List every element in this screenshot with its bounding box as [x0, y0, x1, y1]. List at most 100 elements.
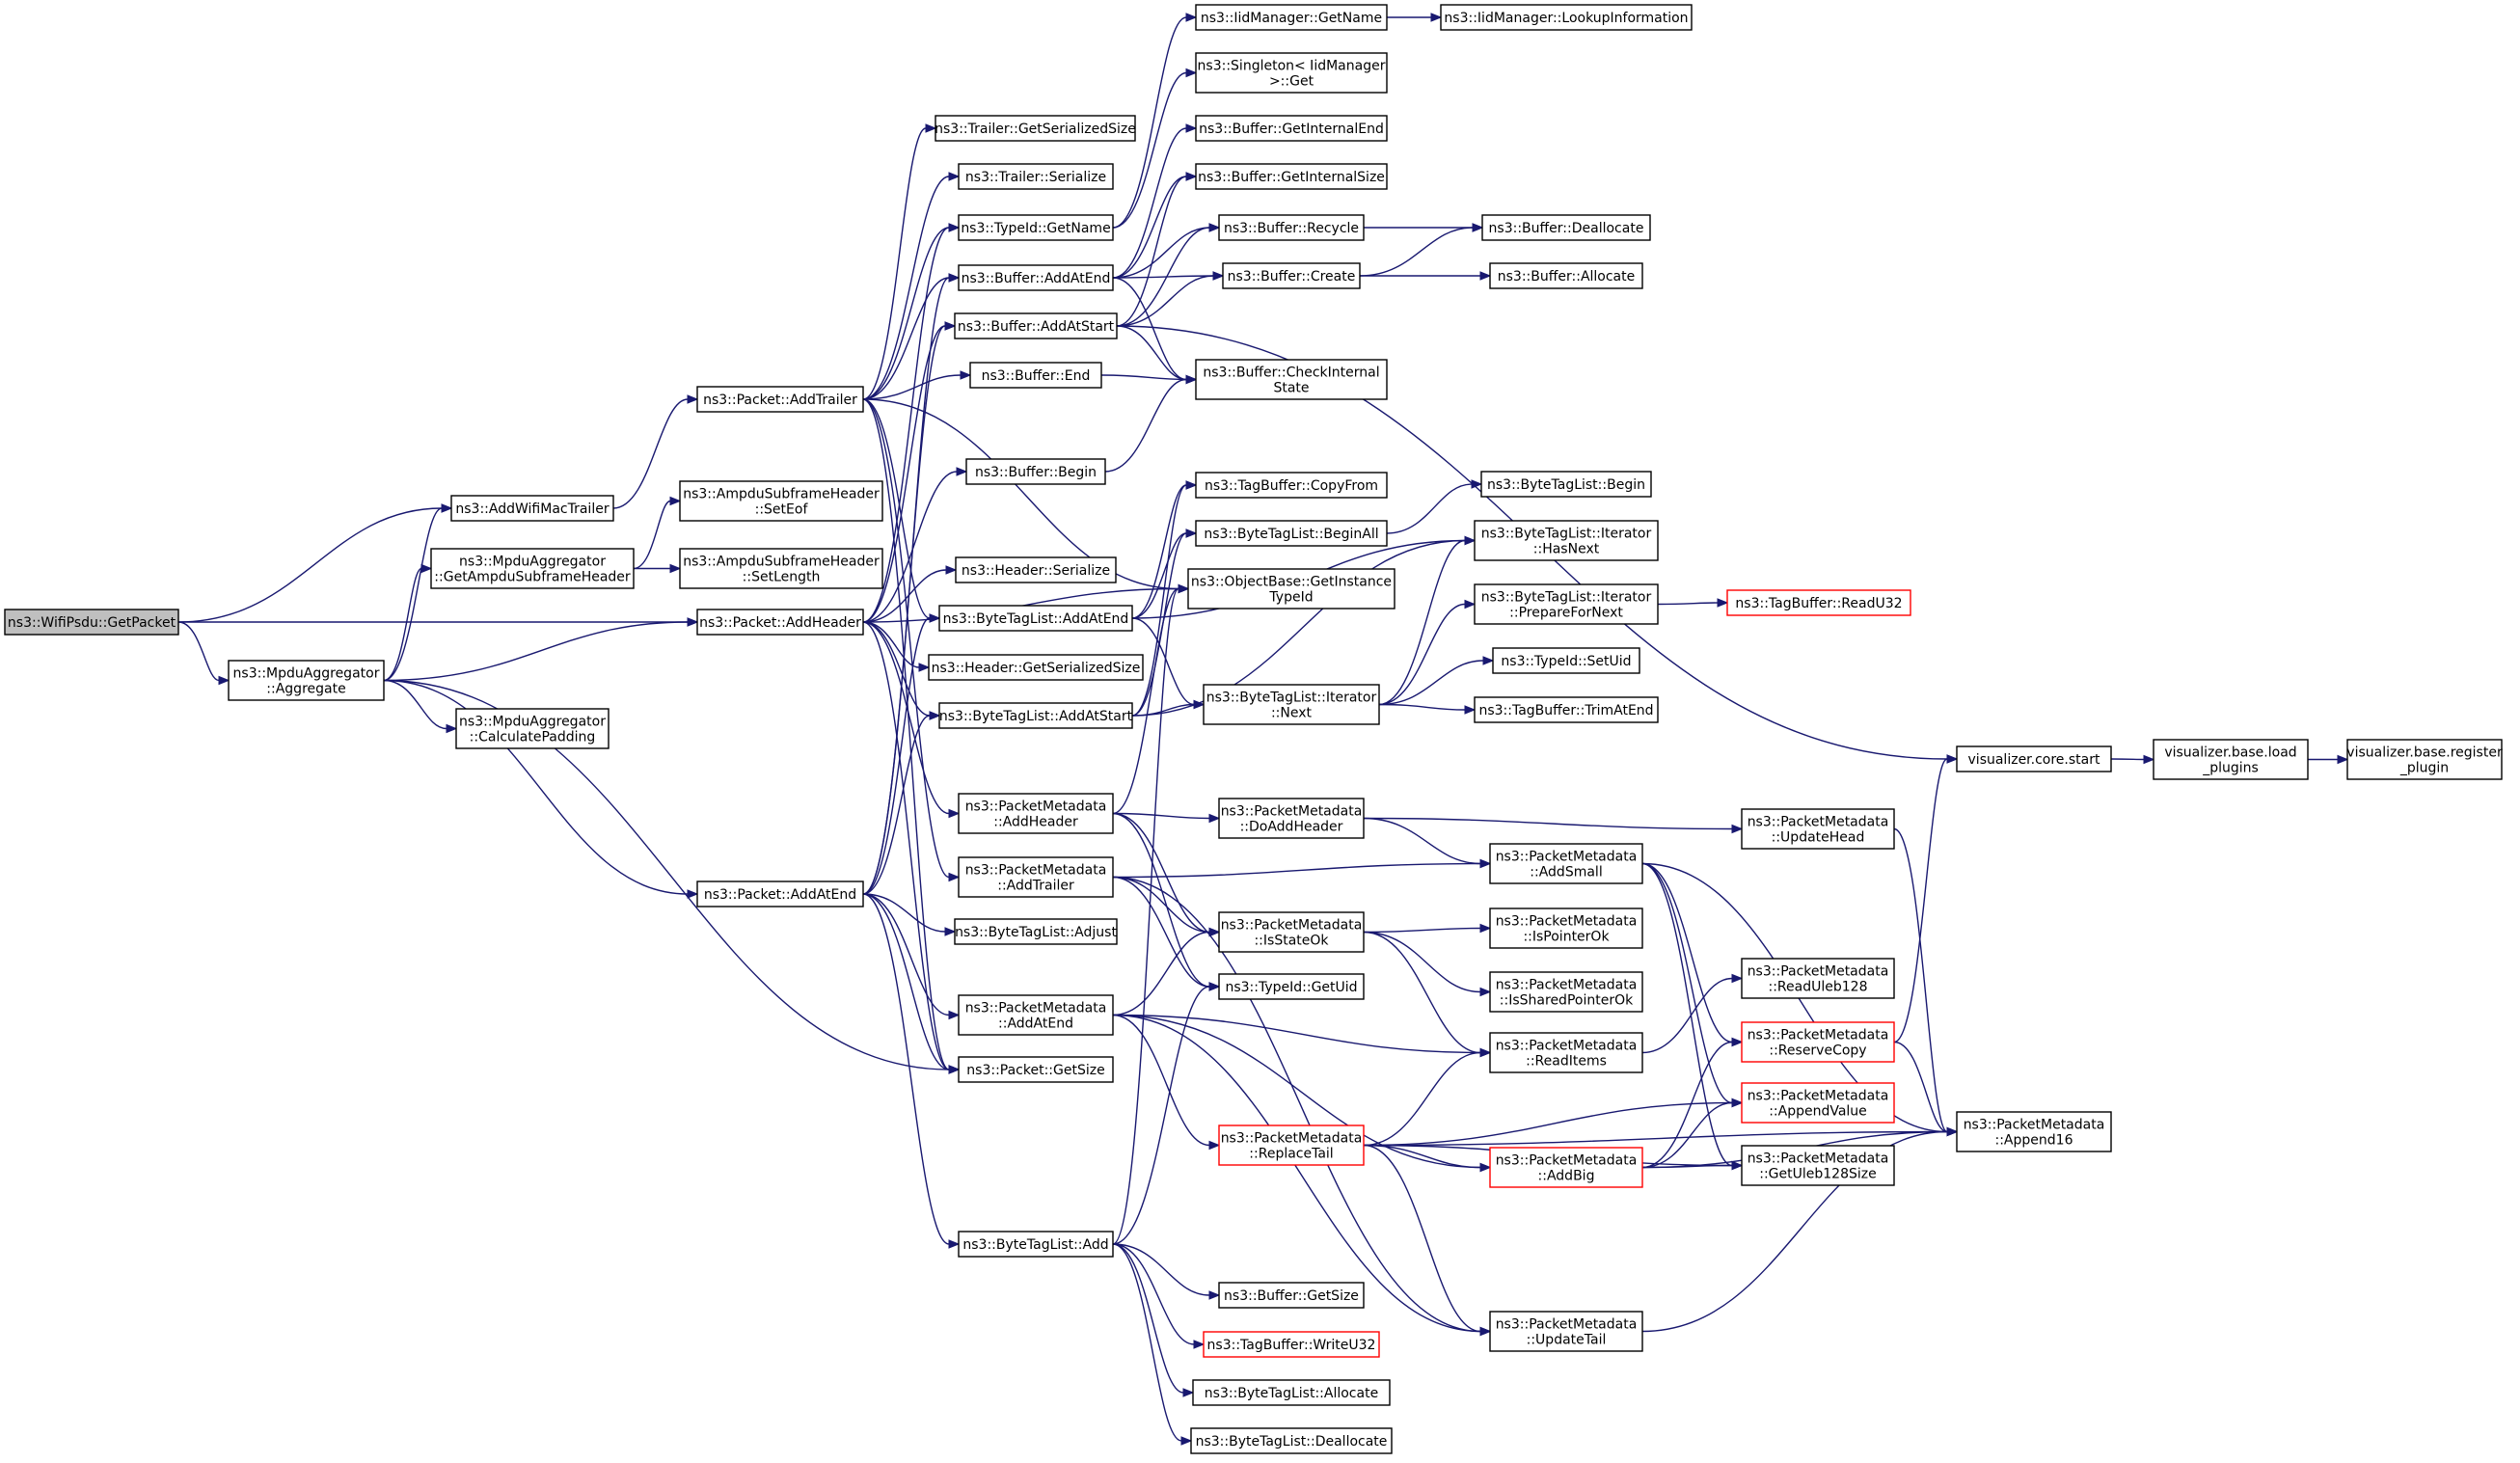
arrow-head	[929, 711, 941, 720]
node-mpduGetAmpdu[interactable]: ns3::MpduAggregator::GetAmpduSubframeHea…	[430, 548, 635, 589]
edge-line	[1112, 587, 1179, 1245]
node-pmAddBig[interactable]: ns3::PacketMetadata::AddBig	[1489, 1147, 1643, 1188]
node-packetAddAtEnd[interactable]: ns3::Packet::AddAtEnd	[696, 881, 864, 908]
node-label: ::GetUleb128Size	[1759, 1167, 1876, 1182]
node-headerGetSerSize[interactable]: ns3::Header::GetSerializedSize	[928, 654, 1144, 681]
node-pmReserveCopy[interactable]: ns3::PacketMetadata::ReserveCopy	[1741, 1021, 1895, 1063]
node-label: ns3::Trailer::GetSerializedSize	[935, 122, 1136, 137]
node-label: ns3::PacketMetadata	[1748, 1028, 1889, 1043]
node-pmDoAddHeader[interactable]: ns3::PacketMetadata::DoAddHeader	[1218, 798, 1365, 839]
node-tagBufWriteU32[interactable]: ns3::TagBuffer::WriteU32	[1203, 1331, 1380, 1358]
node-vizCoreStart[interactable]: visualizer.core.start	[1956, 745, 2112, 772]
edge-line	[862, 471, 958, 623]
node-label: ns3::Packet::AddHeader	[699, 615, 861, 631]
node-bufRecycle[interactable]: ns3::Buffer::Recycle	[1218, 214, 1365, 241]
node-pmGetUleb128Size[interactable]: ns3::PacketMetadata::GetUleb128Size	[1741, 1145, 1895, 1186]
node-btlAddAtEnd[interactable]: ns3::ByteTagList::AddAtEnd	[938, 605, 1133, 632]
node-bufferAddAtStart[interactable]: ns3::Buffer::AddAtStart	[954, 312, 1118, 339]
node-btlBeginAll[interactable]: ns3::ByteTagList::BeginAll	[1195, 520, 1388, 547]
node-pmAddAtEnd[interactable]: ns3::PacketMetadata::AddAtEnd	[958, 994, 1114, 1036]
node-typeIdGetName[interactable]: ns3::TypeId::GetName	[958, 214, 1114, 241]
node-mpduAggregate[interactable]: ns3::MpduAggregator::Aggregate	[228, 660, 385, 701]
node-label: ns3::PacketMetadata	[1496, 1153, 1638, 1169]
node-btlAdd[interactable]: ns3::ByteTagList::Add	[958, 1231, 1114, 1258]
node-packetAddTrailer[interactable]: ns3::Packet::AddTrailer	[696, 386, 864, 413]
node-bufGetInternalSize[interactable]: ns3::Buffer::GetInternalSize	[1195, 163, 1388, 190]
node-pmReadItems[interactable]: ns3::PacketMetadata::ReadItems	[1489, 1032, 1643, 1073]
node-trailerGetSerSize[interactable]: ns3::Trailer::GetSerializedSize	[935, 115, 1136, 142]
node-vizRegisterPlugin[interactable]: visualizer.base.register_plugin	[2346, 739, 2503, 780]
node-pmReplaceTail[interactable]: ns3::PacketMetadata::ReplaceTail	[1218, 1124, 1365, 1166]
node-btlAllocate[interactable]: ns3::ByteTagList::Allocate	[1192, 1379, 1391, 1406]
node-tagBufReadU32[interactable]: ns3::TagBuffer::ReadU32	[1726, 589, 1911, 616]
node-pmAddSmall[interactable]: ns3::PacketMetadata::AddSmall	[1489, 843, 1643, 884]
node-label: ns3::AmpduSubframeHeader	[683, 487, 880, 502]
node-btlIterNext[interactable]: ns3::ByteTagList::Iterator::Next	[1203, 684, 1380, 725]
node-addWifiMacTrailer[interactable]: ns3::AddWifiMacTrailer	[450, 495, 614, 522]
edge-line	[862, 227, 950, 400]
node-label: ns3::ByteTagList::Add	[962, 1237, 1108, 1253]
node-tagBufCopyFrom[interactable]: ns3::TagBuffer::CopyFrom	[1195, 472, 1388, 499]
edge-mpduAggregate-to-packetAddAtEnd	[383, 679, 699, 899]
function-nodes: ns3::WifiPsdu::GetPacket ns3::AddWifiMacT…	[4, 4, 2503, 1454]
node-label: ns3::ObjectBase::GetInstance	[1191, 575, 1392, 590]
node-btlAdjust[interactable]: ns3::ByteTagList::Adjust	[954, 918, 1118, 945]
node-pmUpdateHead[interactable]: ns3::PacketMetadata::UpdateHead	[1741, 808, 1895, 850]
node-pmIsStateOk[interactable]: ns3::PacketMetadata::IsStateOk	[1218, 911, 1365, 953]
edge-btlAddAtStart-to-tagBufCopyFrom	[1131, 480, 1198, 717]
arrow-head	[1208, 1290, 1221, 1300]
node-bufferEnd[interactable]: ns3::Buffer::End	[969, 362, 1102, 389]
node-iidGetName[interactable]: ns3::IidManager::GetName	[1195, 4, 1388, 31]
node-bufGetInternalEnd[interactable]: ns3::Buffer::GetInternalEnd	[1195, 115, 1388, 142]
node-ampduSetEof[interactable]: ns3::AmpduSubframeHeader::SetEof	[679, 480, 883, 522]
node-packetAddHeader[interactable]: ns3::Packet::AddHeader	[696, 609, 864, 636]
node-btlIterHasNext[interactable]: ns3::ByteTagList::Iterator::HasNext	[1474, 520, 1659, 561]
node-btlBegin[interactable]: ns3::ByteTagList::Begin	[1480, 471, 1652, 498]
node-vizLoadPlugins[interactable]: visualizer.base.load_plugins	[2153, 739, 2309, 780]
node-bufDeallocate[interactable]: ns3::Buffer::Deallocate	[1481, 214, 1651, 241]
node-bufAllocate[interactable]: ns3::Buffer::Allocate	[1489, 262, 1643, 289]
node-btlDeallocate[interactable]: ns3::ByteTagList::Deallocate	[1190, 1427, 1393, 1454]
edge-line	[862, 227, 950, 623]
node-pmAppendValue[interactable]: ns3::PacketMetadata::AppendValue	[1741, 1082, 1895, 1124]
node-box	[1192, 1379, 1391, 1406]
node-bufferAddAtEnd[interactable]: ns3::Buffer::AddAtEnd	[958, 264, 1114, 291]
node-btlAddAtStart[interactable]: ns3::ByteTagList::AddAtStart	[938, 702, 1133, 729]
edge-line	[1112, 812, 1210, 934]
node-pmIsSharedPtrOk[interactable]: ns3::PacketMetadata::IsSharedPointerOk	[1489, 971, 1643, 1013]
node-iidLookupInfo[interactable]: ns3::IidManager::LookupInformation	[1440, 4, 1693, 31]
node-singletonGet[interactable]: ns3::Singleton< IidManager>::Get	[1195, 52, 1388, 94]
node-typeIdGetUid[interactable]: ns3::TypeId::GetUid	[1218, 973, 1365, 1000]
arrow-head	[948, 223, 961, 232]
node-tagBufTrimAtEnd[interactable]: ns3::TagBuffer::TrimAtEnd	[1474, 696, 1659, 723]
node-label: ns3::MpduAggregator	[233, 666, 380, 682]
node-bufCreate[interactable]: ns3::Buffer::Create	[1222, 262, 1361, 289]
node-trailerSerialize[interactable]: ns3::Trailer::Serialize	[958, 163, 1114, 190]
node-ampduSetLength[interactable]: ns3::AmpduSubframeHeader::SetLength	[679, 548, 883, 589]
node-pmUpdateTail[interactable]: ns3::PacketMetadata::UpdateTail	[1489, 1311, 1643, 1352]
node-root[interactable]: ns3::WifiPsdu::GetPacket	[4, 609, 179, 636]
edge-line	[862, 277, 950, 400]
node-mpduCalcPadding[interactable]: ns3::MpduAggregator::CalculatePadding	[455, 708, 610, 749]
node-typeIdSetUid[interactable]: ns3::TypeId::SetUid	[1492, 647, 1640, 674]
node-label: ::GetAmpduSubframeHeader	[434, 570, 631, 585]
arrow-head	[1208, 223, 1221, 232]
node-pmAddTrailer[interactable]: ns3::PacketMetadata::AddTrailer	[958, 856, 1114, 898]
node-btlIterPrepNext[interactable]: ns3::ByteTagList::Iterator::PrepareForNe…	[1474, 583, 1659, 625]
node-box	[928, 654, 1144, 681]
edge-line	[862, 893, 950, 1070]
node-packetGetSize[interactable]: ns3::Packet::GetSize	[958, 1056, 1114, 1083]
node-headerSerialize[interactable]: ns3::Header::Serialize	[955, 556, 1117, 583]
node-pmReadUleb128[interactable]: ns3::PacketMetadata::ReadUleb128	[1741, 958, 1895, 999]
node-bufGetSize[interactable]: ns3::Buffer::GetSize	[1218, 1282, 1365, 1309]
node-pmIsPointerOk[interactable]: ns3::PacketMetadata::IsPointerOk	[1489, 908, 1643, 949]
node-bufferBegin[interactable]: ns3::Buffer::Begin	[965, 458, 1106, 485]
arrow-head	[1193, 1340, 1206, 1349]
arrow-head	[1479, 271, 1492, 281]
edge-packetAddHeader-to-pmAddHeader	[862, 621, 961, 819]
node-box	[1218, 1124, 1365, 1166]
node-pmAddHeader[interactable]: ns3::PacketMetadata::AddHeader	[958, 793, 1114, 834]
node-pmAppend16[interactable]: ns3::PacketMetadata::Append16	[1956, 1111, 2112, 1152]
